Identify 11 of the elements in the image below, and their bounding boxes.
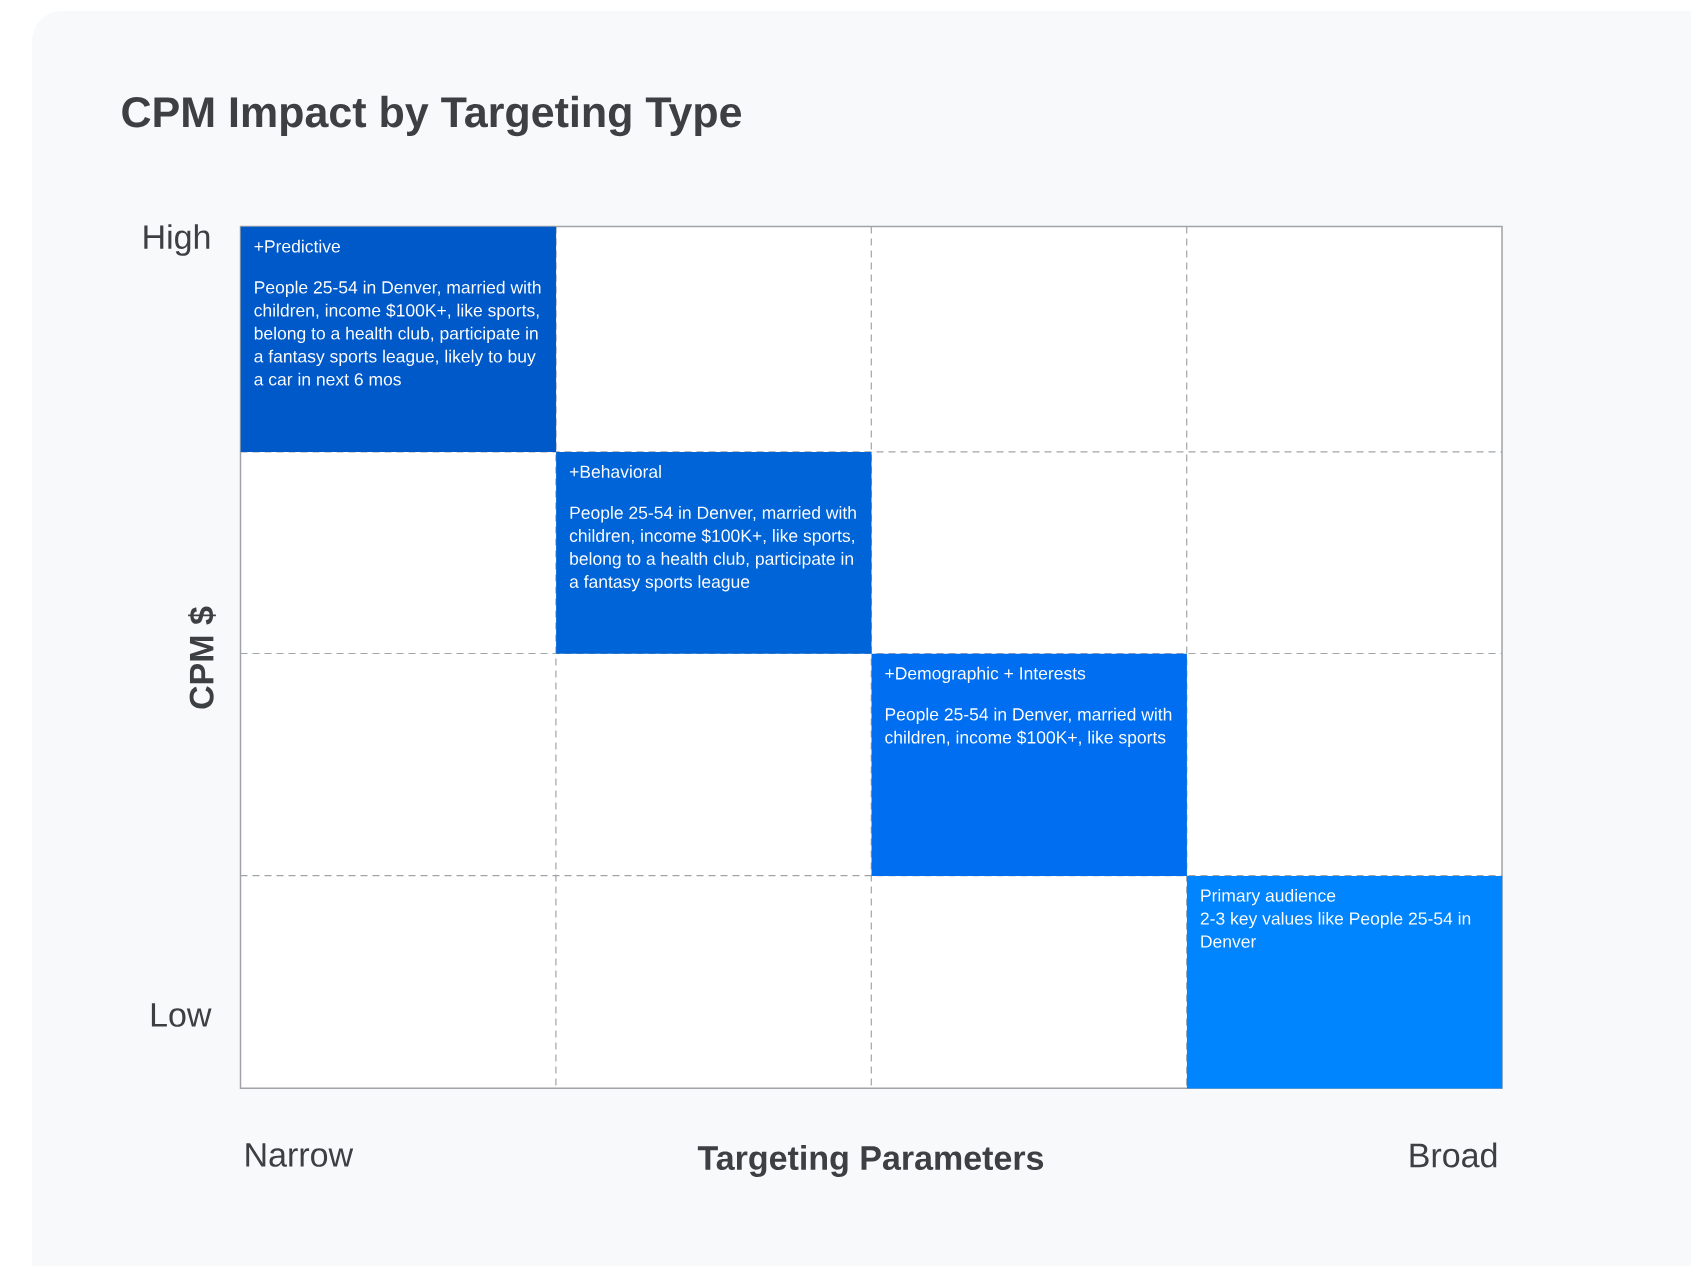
- axis-label: Narrow: [246, 1143, 354, 1167]
- targeting-box: Primary audience 2-3 key values like People 25-54 in Denver: [1186, 875, 1503, 1089]
- axis-label: Broad: [1410, 1142, 1497, 1168]
- title: CPM Impact by Targeting Type: [122, 95, 742, 137]
- axis-title: Targeting Parameters: [697, 1145, 1044, 1177]
- axis-label: High: [144, 224, 210, 256]
- targeting-box: +Demographic + Interests People 25-54 in Denver, married with children, income $100K+, like sports: [871, 653, 1187, 876]
- axis-label: Low: [151, 1003, 212, 1027]
- axis-title: CPM $: [188, 606, 216, 709]
- targeting-box: +Behavioral People 25-54 in Denver, married with children, income $100K+, like sports, belong to a health club, participate in a fantasy sports league: [556, 452, 872, 654]
- targeting-box: +Predictive People 25-54 in Denver, married with children, income $100K+, like sports, belong to a health club, participate in a fantasy sports league, likely to buy a car in next 6 mos: [240, 226, 557, 453]
